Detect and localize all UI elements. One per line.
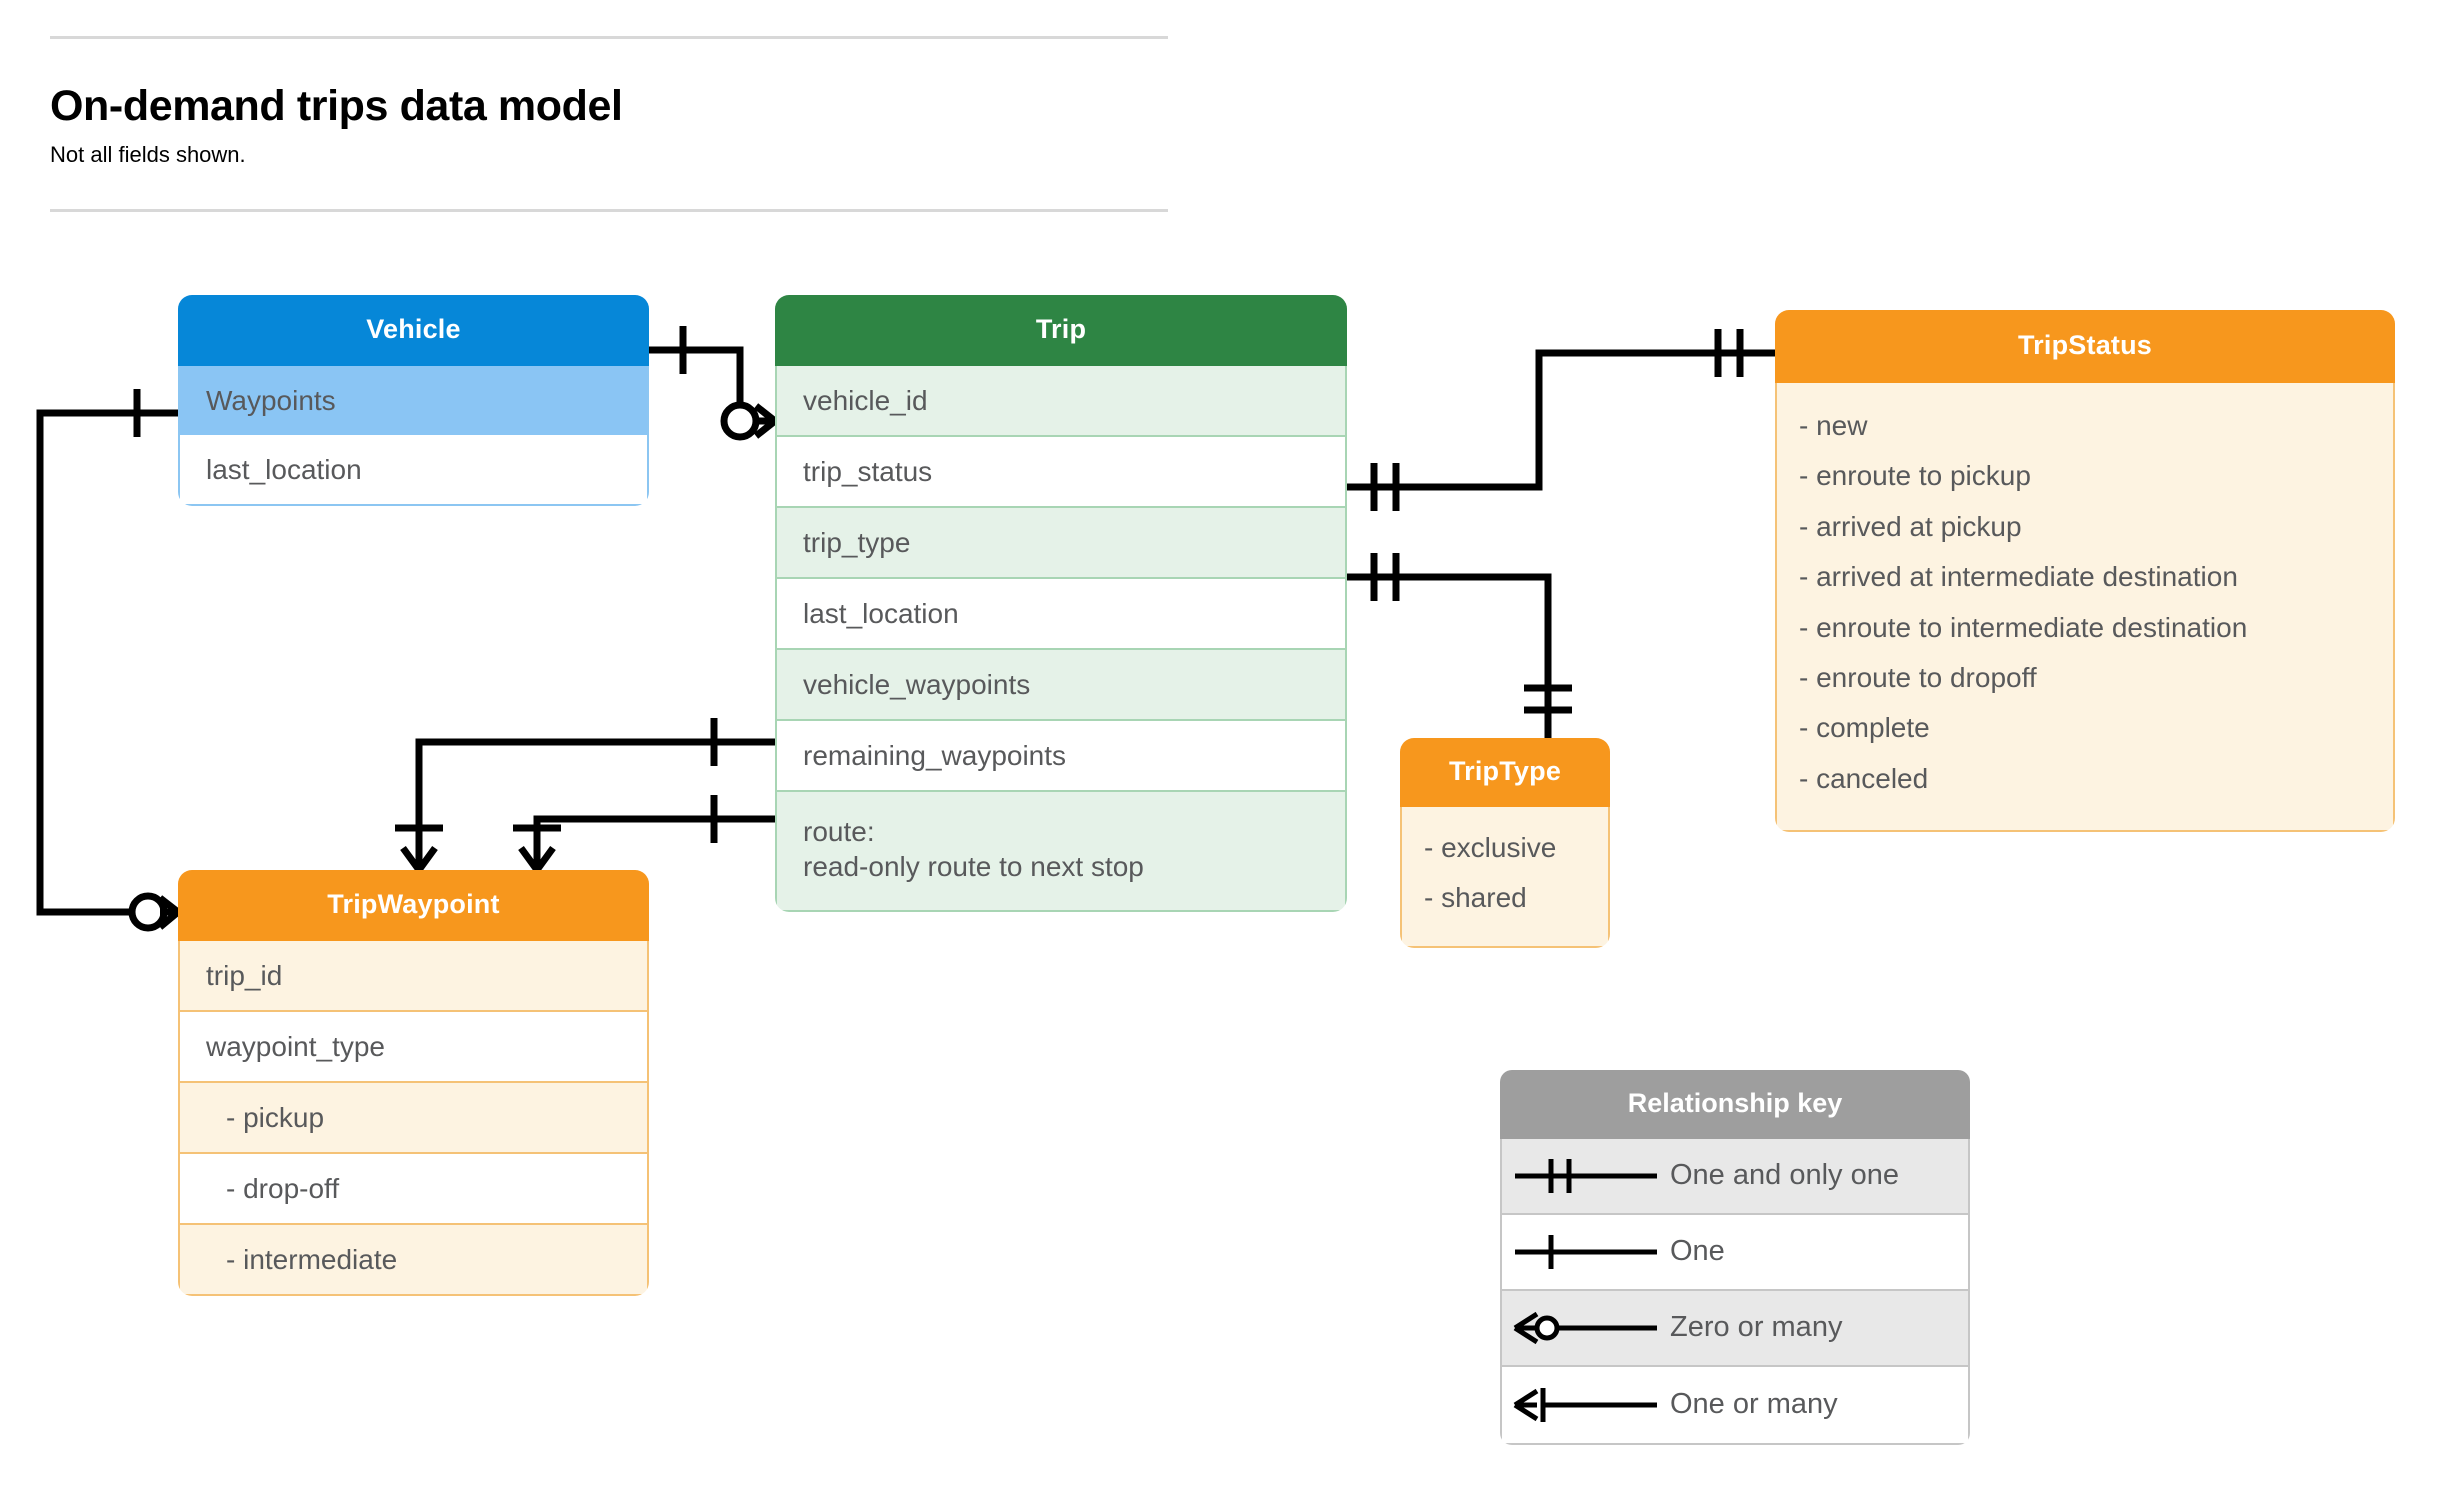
legend-rows: One and only one One xyxy=(1500,1139,1970,1445)
entity-vehicle[interactable]: Vehicle Waypoints last_location xyxy=(178,295,649,506)
field-tripwaypoint-value-dropoff[interactable]: - drop-off xyxy=(180,1154,647,1225)
field-vehicle-last-location[interactable]: last_location xyxy=(206,454,362,485)
field-tripwaypoint-waypoint-type[interactable]: waypoint_type xyxy=(180,1012,647,1083)
legend-title: Relationship key xyxy=(1500,1070,1970,1139)
entity-trip-status[interactable]: TripStatus - new - enroute to pickup - a… xyxy=(1775,310,2395,833)
trip-status-value: - canceled xyxy=(1799,762,1929,794)
field-vehicle-waypoints[interactable]: Waypoints xyxy=(180,366,647,435)
field-tripwaypoint-value-pickup[interactable]: - pickup xyxy=(180,1083,647,1154)
field-trip-vehicle-waypoints[interactable]: vehicle_waypoints xyxy=(777,650,1345,721)
trip-status-value: - arrived at pickup xyxy=(1799,510,2022,542)
trip-status-value: - new xyxy=(1799,410,1868,441)
field-tripwaypoint-trip-id[interactable]: trip_id xyxy=(180,941,647,1012)
document-header: On-demand trips data model Not all field… xyxy=(50,36,1168,212)
entity-trip-status-values: - new - enroute to pickup - arrived at p… xyxy=(1775,383,2395,833)
field-trip-vehicle-id[interactable]: vehicle_id xyxy=(777,366,1345,437)
field-trip-route[interactable]: route: read-only route to next stop xyxy=(777,792,1345,910)
field-trip-last-location[interactable]: last_location xyxy=(777,579,1345,650)
connector-vehicle-waypoints-to-tripwaypoint xyxy=(36,389,181,932)
connector-trip-status-to-tripstatus xyxy=(1347,329,1775,511)
legend-row-one: One xyxy=(1502,1215,1968,1291)
zero-or-many-icon xyxy=(1502,1303,1670,1353)
trip-type-value: - shared xyxy=(1424,882,1527,914)
one-icon xyxy=(1502,1227,1670,1277)
field-trip-route-label: route: xyxy=(803,816,875,847)
connector-vehicle-to-trip-vehicleid xyxy=(649,326,778,441)
trip-status-value: - arrived at intermediate destination xyxy=(1799,561,2238,593)
legend-label: One xyxy=(1670,1235,1725,1268)
entity-trip-type-title: TripType xyxy=(1400,738,1610,807)
field-tripwaypoint-value-intermediate[interactable]: - intermediate xyxy=(180,1225,647,1294)
entity-vehicle-fields: Waypoints last_location xyxy=(178,366,649,506)
entity-vehicle-title: Vehicle xyxy=(178,295,649,366)
entity-trip-title: Trip xyxy=(775,295,1347,366)
one-or-many-icon xyxy=(1502,1380,1670,1430)
entity-trip-type[interactable]: TripType - exclusive - shared xyxy=(1400,738,1610,948)
entity-trip-waypoint[interactable]: TripWaypoint trip_id waypoint_type - pic… xyxy=(178,870,649,1296)
legend-label: One or many xyxy=(1670,1388,1838,1421)
page-title: On-demand trips data model xyxy=(50,82,623,130)
trip-status-value: - complete xyxy=(1799,712,1930,744)
field-trip-route-description: read-only route to next stop xyxy=(803,851,1144,882)
page-subtitle: Not all fields shown. xyxy=(50,142,246,168)
legend-row-one-and-only-one: One and only one xyxy=(1502,1139,1968,1215)
trip-type-value: - exclusive xyxy=(1424,832,1557,863)
connector-trip-type-to-triptype xyxy=(1347,553,1572,738)
entity-trip[interactable]: Trip vehicle_id trip_status trip_type la… xyxy=(775,295,1347,912)
entity-trip-type-values: - exclusive - shared xyxy=(1400,807,1610,948)
header-bottom-rule xyxy=(50,208,1168,212)
legend-row-zero-or-many: Zero or many xyxy=(1502,1291,1968,1367)
header-top-rule xyxy=(50,36,1168,39)
legend-label: One and only one xyxy=(1670,1159,1899,1192)
connector-vehicle-waypoints-field-to-tripwaypoint xyxy=(395,718,775,873)
legend-label: Zero or many xyxy=(1670,1311,1843,1344)
one-and-only-one-icon xyxy=(1502,1151,1670,1201)
trip-status-value: - enroute to dropoff xyxy=(1799,661,2037,693)
entity-trip-status-title: TripStatus xyxy=(1775,310,2395,383)
field-trip-trip-type[interactable]: trip_type xyxy=(777,508,1345,579)
relationship-key-legend: Relationship key One and only one xyxy=(1500,1070,1970,1445)
entity-trip-fields: vehicle_id trip_status trip_type last_lo… xyxy=(775,366,1347,912)
trip-status-value: - enroute to pickup xyxy=(1799,460,2031,492)
connector-remaining-waypoints-to-tripwaypoint xyxy=(513,795,775,873)
legend-row-one-or-many: One or many xyxy=(1502,1367,1968,1443)
entity-trip-waypoint-title: TripWaypoint xyxy=(178,870,649,941)
field-trip-trip-status[interactable]: trip_status xyxy=(777,437,1345,508)
entity-trip-waypoint-fields: trip_id waypoint_type - pickup - drop-of… xyxy=(178,941,649,1296)
trip-status-value: - enroute to intermediate destination xyxy=(1799,611,2248,643)
field-trip-remaining-waypoints[interactable]: remaining_waypoints xyxy=(777,721,1345,792)
